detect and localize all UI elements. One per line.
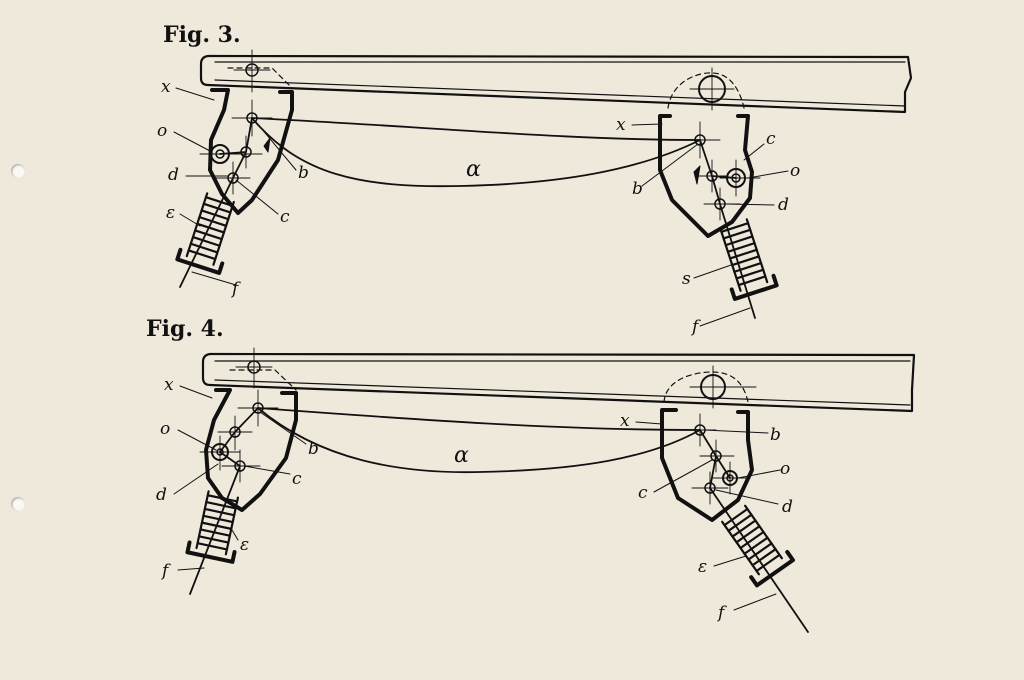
- fig3-label-alpha: α: [466, 157, 481, 182]
- binder-hole-top: [11, 164, 25, 178]
- fig4-label-e-right: ε: [698, 557, 707, 577]
- fig3-label-b-right: b: [632, 179, 643, 199]
- fig3-right-clamp: [658, 67, 779, 319]
- fig4-label-e-left: ε: [240, 535, 249, 555]
- fig3-left-clamp: [175, 49, 294, 288]
- fig3-label-e-left: ε: [166, 203, 175, 223]
- fig4-left-clamp: [185, 347, 298, 595]
- fig3-label-f-left: f: [230, 279, 241, 299]
- fig4-label-c-right: c: [638, 483, 648, 503]
- fig3-label-b-left: b: [298, 163, 309, 183]
- fig3-rail: [199, 54, 913, 114]
- fig4-label-f-left: f: [160, 561, 171, 581]
- fig3-label-c-right: c: [766, 129, 776, 149]
- fig3-label-f-right: f: [690, 317, 701, 337]
- fig4-label-f-right: f: [716, 603, 727, 623]
- fig4-label-o-right: o: [780, 459, 790, 479]
- fig3-label-x-left: x: [161, 77, 171, 97]
- fig4-label-o-left: o: [160, 419, 170, 439]
- fig4-label-b-right: b: [770, 425, 781, 445]
- fig3-label-o-left: o: [157, 121, 167, 141]
- fig4-label-c-left: c: [292, 469, 302, 489]
- fig3-label-c-left: c: [280, 207, 290, 227]
- fig4-label-d-left: d: [156, 485, 167, 505]
- fig3-label-d-right: d: [778, 195, 789, 215]
- fig3-cable-alpha: [251, 117, 701, 188]
- fig4-label-x-right: x: [620, 411, 630, 431]
- figure-4: [173, 347, 916, 633]
- fig3-leader-lines: [173, 87, 789, 327]
- fig4-label-d-right: d: [782, 497, 793, 517]
- fig4-label-alpha: α: [454, 443, 469, 468]
- fig4-rail: [201, 352, 916, 413]
- fig3-label-o-right: o: [790, 161, 800, 181]
- fig4-label-x-left: x: [164, 375, 174, 395]
- figure-3: [173, 49, 913, 327]
- fig4-cable-alpha: [257, 407, 701, 474]
- fig3-label-s-right: s: [682, 269, 691, 289]
- fig3-title: Fig. 3.: [163, 22, 241, 48]
- fig4-label-b-left: b: [308, 439, 319, 459]
- fig4-leader-lines: [173, 385, 781, 611]
- fig4-title: Fig. 4.: [146, 316, 224, 342]
- fig4-right-clamp: [660, 365, 809, 633]
- binder-hole-bottom: [11, 497, 25, 511]
- fig3-label-x-right: x: [616, 115, 626, 135]
- fig3-label-d-left: d: [168, 165, 179, 185]
